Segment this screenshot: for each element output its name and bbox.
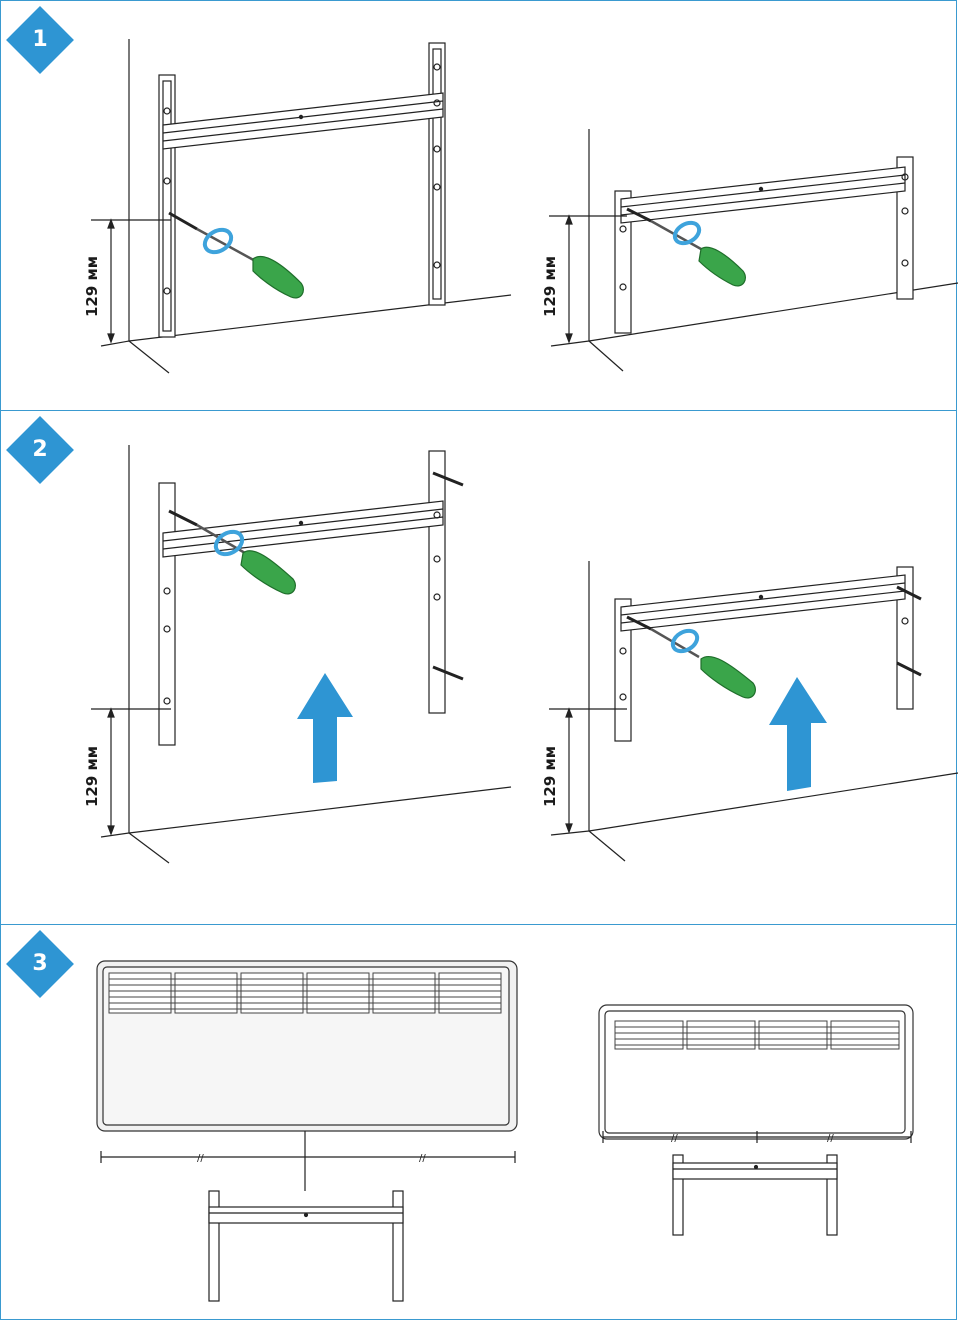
step-1-panel: 1: [0, 0, 958, 411]
svg-text://: //: [671, 1133, 678, 1144]
bracket-crossbar: [620, 574, 906, 632]
step-2-illustration: [91, 445, 958, 864]
bracket-right-upright: [896, 156, 914, 300]
up-arrow-icon: [769, 677, 827, 791]
step-3-illustration: // //: [96, 960, 914, 1302]
bracket-large: [208, 1190, 404, 1302]
bracket-left-upright: [614, 598, 632, 742]
dimension-label: 129 мм: [83, 255, 101, 317]
bracket-left-upright: [614, 190, 632, 334]
screwdriver-icon: [240, 550, 296, 595]
bracket-crossbar: [162, 92, 444, 150]
screwdriver-icon: [252, 255, 304, 299]
rotation-arrow-icon: [213, 529, 245, 557]
svg-text://: //: [419, 1153, 426, 1164]
step-1-illustration: [91, 39, 958, 374]
rotation-arrow-icon: [670, 628, 700, 654]
svg-text://: //: [827, 1133, 834, 1144]
bracket-left-upright: [158, 482, 176, 746]
up-arrow-icon: [297, 673, 353, 783]
bracket-small: [672, 1154, 838, 1236]
floor-line: [128, 294, 512, 342]
bracket-right-upright: [896, 566, 914, 710]
step-number: 2: [32, 437, 48, 462]
rotation-arrow-icon: [202, 227, 234, 255]
step-1-badge: 1: [5, 5, 75, 75]
floor-depth-line: [128, 340, 170, 374]
rotation-arrow-icon: [672, 220, 702, 246]
step-2-panel: 2: [0, 410, 958, 925]
step-3-badge: 3: [5, 929, 75, 999]
heater-small: // //: [598, 1004, 914, 1144]
step-number: 3: [32, 951, 48, 976]
screwdriver-icon: [700, 655, 756, 699]
bracket-crossbar: [620, 166, 906, 224]
dimension-label: 129 мм: [541, 745, 559, 807]
dimension-label: 129 мм: [541, 255, 559, 317]
step-2-badge: 2: [5, 415, 75, 485]
screwdriver-icon: [698, 246, 746, 287]
svg-text://: //: [197, 1153, 204, 1164]
dimension-label: 129 мм: [83, 745, 101, 807]
step-number: 1: [32, 27, 48, 52]
heater-large: // //: [96, 960, 518, 1191]
bracket-right-upright: [428, 450, 446, 714]
step-3-panel: 3: [0, 924, 957, 1320]
